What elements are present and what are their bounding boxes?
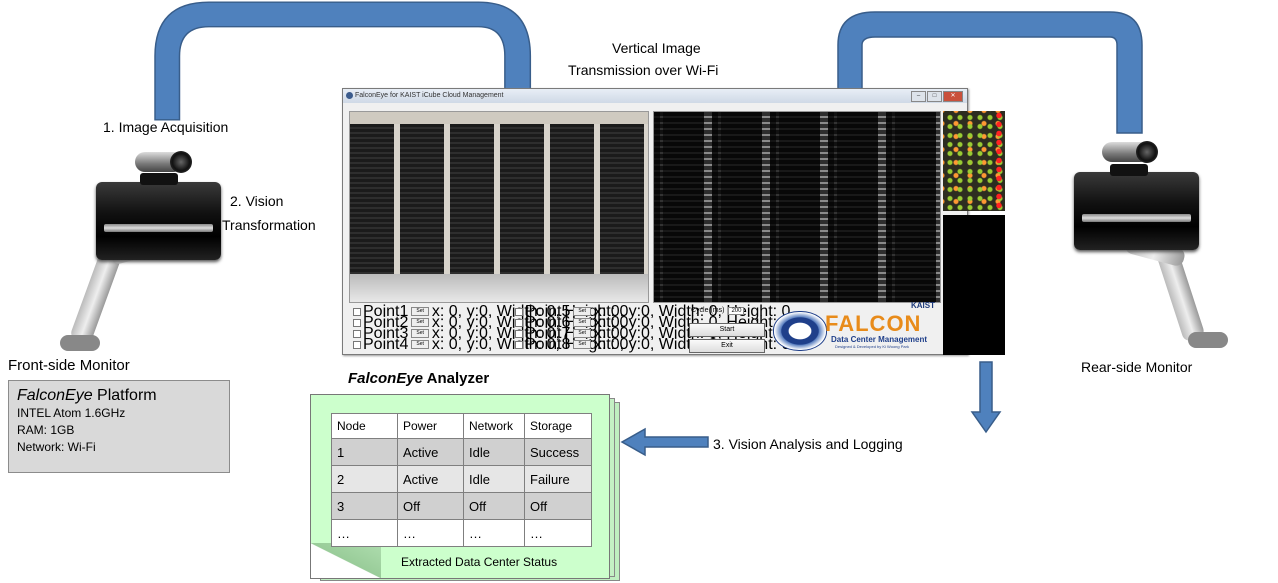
falcon-logo-subtitle: Data Center Management [831,335,928,344]
rear-monitor-label: Rear-side Monitor [1081,359,1193,375]
arrow-to-status [620,427,709,457]
cell: … [463,519,525,547]
set-button[interactable]: Set [411,307,429,317]
status-caption: Extracted Data Center Status [401,555,558,569]
cell: Active [397,465,464,493]
start-button[interactable]: Start [689,323,765,337]
point-checkbox[interactable] [515,307,523,316]
minimize-button[interactable]: – [911,91,926,102]
set-button[interactable]: Set [573,340,591,350]
analyzer-name: FalconEye [348,370,424,387]
header-network: Network [463,413,525,439]
falconeye-analyzer-window: FalconEye for KAIST iCube Cloud Manageme… [342,88,1005,355]
point-checkbox[interactable] [515,318,523,327]
platform-spec-network: Network: Wi-Fi [17,440,96,454]
analyzer-suffix: Analyzer [423,370,490,387]
front-camera-view [349,111,649,303]
maximize-button[interactable]: □ [927,91,942,102]
rear-camera-view [653,111,941,303]
set-button[interactable]: Set [411,318,429,328]
table-row: ………… [331,519,592,547]
kaist-logo: KAIST [911,301,935,310]
falcon-logo-text: FALCON [825,311,922,336]
set-button[interactable]: Set [411,340,429,350]
set-button[interactable]: Set [573,318,591,328]
header-power: Power [397,413,464,439]
front-monitor-label: Front-side Monitor [8,357,130,374]
log-view [943,215,1005,355]
close-button[interactable]: ✕ [943,91,963,102]
platform-spec-ram: RAM: 1GB [17,423,75,437]
step-vision-analysis: 3. Vision Analysis and Logging [713,436,903,452]
header-node: Node [331,413,398,439]
exit-button[interactable]: Exit [689,339,765,353]
cycle-input[interactable]: 200 [728,307,745,315]
cell: Off [463,492,525,520]
front-monitor-device [60,140,230,360]
cycle-control: Cycle (ms)200 [691,307,745,315]
cycle-label: Cycle (ms) [691,307,725,314]
point-checkbox[interactable] [353,307,361,316]
led-detection-view [943,111,1005,211]
window-titlebar: FalconEye for KAIST iCube Cloud Manageme… [343,89,967,103]
cell: 2 [331,465,398,493]
step-vision-line2: Transformation [222,217,316,233]
cell: 3 [331,492,398,520]
cell: … [524,519,592,547]
header-storage: Storage [524,413,592,439]
cell: Idle [463,465,525,493]
point-checkbox[interactable] [515,329,523,338]
window-title: FalconEye for KAIST iCube Cloud Manageme… [355,92,504,99]
step-vision-line1: 2. Vision [230,193,284,209]
falcon-logo-credit: Designed & Developed by Ki Woong Park [835,344,909,349]
transmission-label-line1: Vertical Image [612,40,701,56]
falcon-logo: KAIST FALCON Data Center Management Desi… [773,301,939,351]
set-button[interactable]: Set [411,329,429,339]
cell: … [331,519,398,547]
platform-title: FalconEye Platform [17,387,157,404]
point-checkbox[interactable] [515,340,523,349]
analyzer-caption: FalconEye Analyzer [348,370,489,387]
point-checkbox[interactable] [353,329,361,338]
cell: Failure [524,465,592,493]
cell: 1 [331,438,398,466]
cell: … [397,519,464,547]
set-button[interactable]: Set [573,329,591,339]
rear-monitor-device [1070,141,1240,362]
table-header-row: Node Power Network Storage [331,413,592,439]
platform-spec-cpu: INTEL Atom 1.6GHz [17,406,126,420]
point-checkbox[interactable] [353,318,361,327]
cell: Off [397,492,464,520]
falcon-emblem-icon [773,311,827,351]
arrow-down [970,361,1002,434]
cell: Off [524,492,592,520]
step-image-acquisition: 1. Image Acquisition [103,119,229,135]
point-checkbox[interactable] [353,340,361,349]
transmission-label-line2: Transmission over Wi-Fi [568,62,719,78]
platform-spec-box: FalconEye Platform INTEL Atom 1.6GHz RAM… [8,380,230,473]
cell: Active [397,438,464,466]
set-button[interactable]: Set [573,307,591,317]
app-icon [346,92,353,99]
page-fold [311,543,381,578]
cell: Success [524,438,592,466]
cell: Idle [463,438,525,466]
